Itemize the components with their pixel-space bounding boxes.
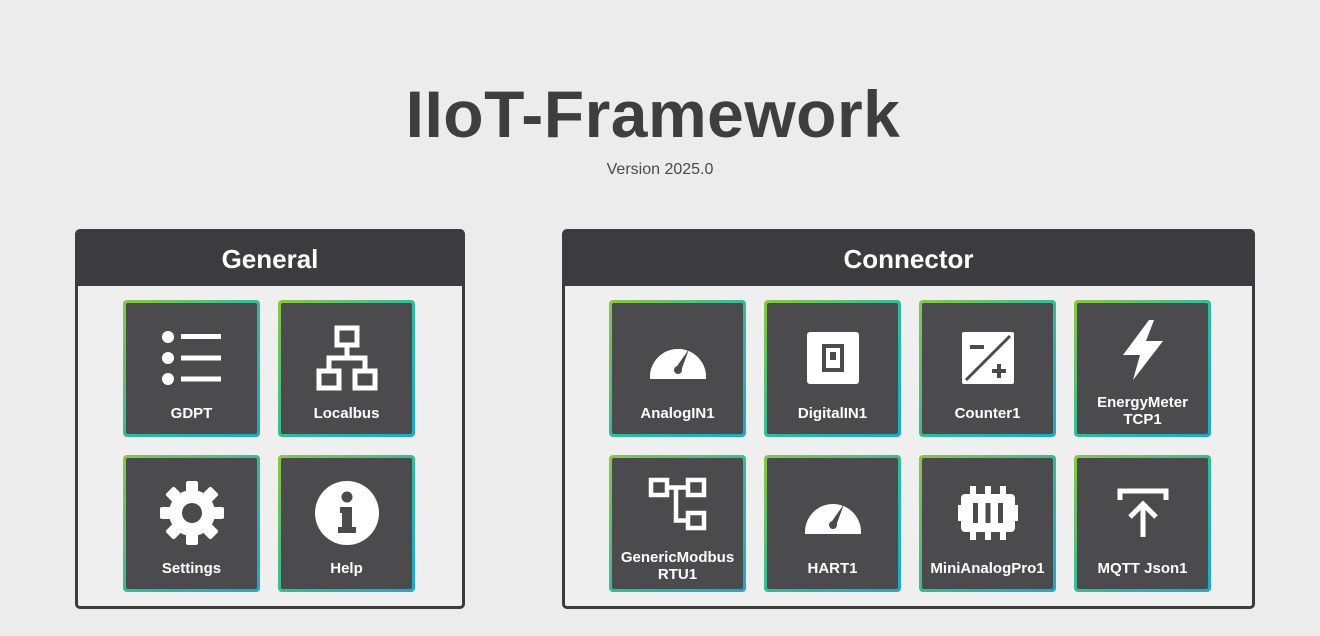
help-tile[interactable]: Help [278,455,415,592]
switch-icon [767,325,898,391]
hart1-label: HART1 [807,560,858,577]
connector-panel: Connector AnalogIN1 [562,229,1255,609]
mqtt-json1-label: MQTT Json1 [1097,560,1188,577]
analogin1-tile-body[interactable]: AnalogIN1 [612,303,743,434]
gauge-icon [767,480,898,546]
list-icon [126,325,257,391]
settings-tile-body[interactable]: Settings [126,458,257,589]
page-title: IIoT-Framework [405,77,901,151]
localbus-tile-body[interactable]: Localbus [281,303,412,434]
genericmodbus-rtu1-tile[interactable]: GenericModbus RTU1 [609,455,746,592]
genericmodbus-rtu1-label: GenericModbus RTU1 [620,549,735,583]
minianalogpro1-label: MiniAnalogPro1 [930,560,1045,577]
energymeter-tcp1-tile-body[interactable]: EnergyMeter TCP1 [1077,303,1208,434]
version-label: Version 2025.0 [606,161,714,178]
general-panel-title: General [78,232,462,286]
upload-icon [1077,480,1208,546]
connector-panel-title: Connector [565,232,1252,286]
module-icon [922,480,1053,546]
general-tile-grid: GDPT Localb [123,300,415,592]
info-icon [281,480,412,546]
network-tree-icon [281,325,412,391]
connector-tile-grid: AnalogIN1 DigitalIN1 [609,300,1211,592]
lightning-icon [1077,317,1208,383]
digitalin1-tile-body[interactable]: DigitalIN1 [767,303,898,434]
gauge-icon [612,325,743,391]
help-label: Help [330,560,363,577]
genericmodbus-rtu1-tile-body[interactable]: GenericModbus RTU1 [612,458,743,589]
counter-icon [922,325,1053,391]
analogin1-label: AnalogIN1 [640,405,715,422]
mqtt-json1-tile-body[interactable]: MQTT Json1 [1077,458,1208,589]
gdpt-label: GDPT [170,405,213,422]
gdpt-tile[interactable]: GDPT [123,300,260,437]
settings-tile[interactable]: Settings [123,455,260,592]
energymeter-tcp1-label: EnergyMeter TCP1 [1097,394,1188,428]
counter1-label: Counter1 [954,405,1021,422]
digitalin1-label: DigitalIN1 [797,405,868,422]
gear-icon [126,480,257,546]
analogin1-tile[interactable]: AnalogIN1 [609,300,746,437]
help-tile-body[interactable]: Help [281,458,412,589]
energymeter-tcp1-tile[interactable]: EnergyMeter TCP1 [1074,300,1211,437]
minianalogpro1-tile[interactable]: MiniAnalogPro1 [919,455,1056,592]
digitalin1-tile[interactable]: DigitalIN1 [764,300,901,437]
counter1-tile-body[interactable]: Counter1 [922,303,1053,434]
gdpt-tile-body[interactable]: GDPT [126,303,257,434]
hart1-tile[interactable]: HART1 [764,455,901,592]
localbus-tile[interactable]: Localbus [278,300,415,437]
settings-label: Settings [161,560,222,577]
minianalogpro1-tile-body[interactable]: MiniAnalogPro1 [922,458,1053,589]
general-panel: General GDPT [75,229,465,609]
modbus-tree-icon [612,472,743,538]
mqtt-json1-tile[interactable]: MQTT Json1 [1074,455,1211,592]
hart1-tile-body[interactable]: HART1 [767,458,898,589]
localbus-label: Localbus [313,405,380,422]
counter1-tile[interactable]: Counter1 [919,300,1056,437]
